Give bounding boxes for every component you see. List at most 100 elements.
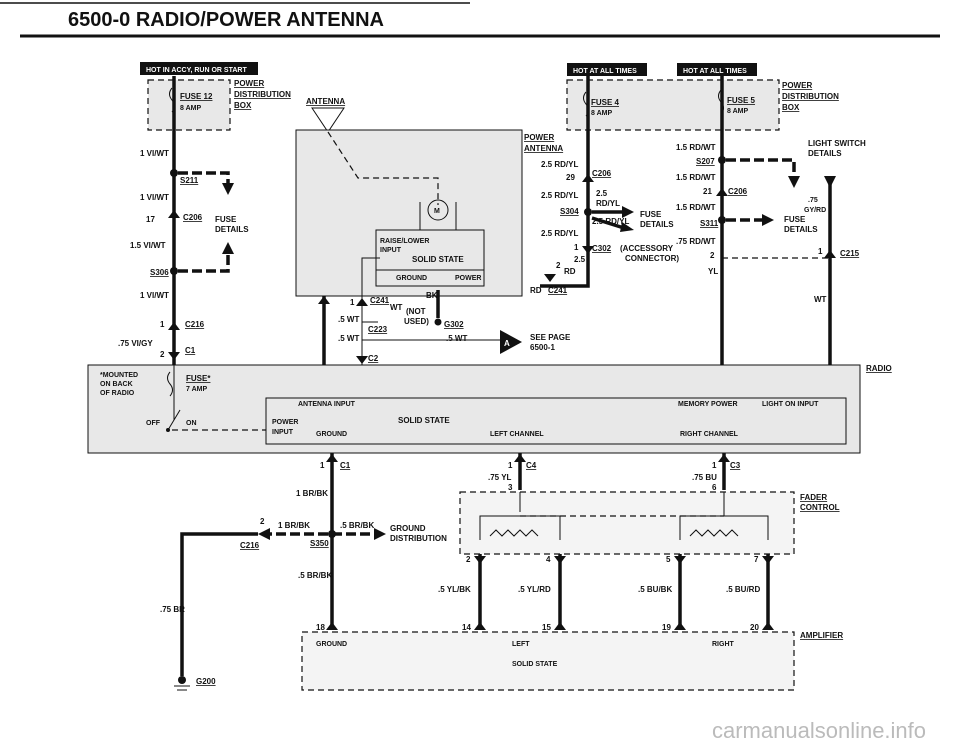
lo-gd2: DISTRIBUTION <box>390 534 447 543</box>
mw-rdyl2: 2.5 RD/YL <box>541 191 578 200</box>
mw-rdyl-b: RD/YL <box>596 199 620 208</box>
c302-connector-icon <box>582 246 594 254</box>
lw-label-3: 1.5 VI/WT <box>130 241 166 250</box>
lw-label-1: 1 VI/WT <box>140 149 169 158</box>
antenna-mast-link <box>327 131 439 205</box>
motor-label: M <box>434 208 440 215</box>
fuse-5-label: FUSE 5 <box>727 96 756 105</box>
rw-v75: .75 <box>808 197 818 204</box>
conn-c2: C2 <box>368 354 379 363</box>
radio-solid: SOLID STATE <box>398 416 450 425</box>
c1-left-connector-icon <box>168 352 180 360</box>
see-page-arrow-letter: A <box>504 339 510 348</box>
power-dist-right-box <box>566 79 780 131</box>
c4-connector-icon <box>514 454 526 462</box>
radio-box <box>87 364 861 454</box>
mw-rd: RD <box>564 267 576 276</box>
c1-lower-connector-icon <box>326 454 338 462</box>
lo-yl75: .75 YL <box>488 473 512 482</box>
lo-brbk4: .5 BR/BK <box>298 571 332 580</box>
lw-label-5: .75 VI/GY <box>118 339 153 348</box>
fuse-4-label: FUSE 4 <box>591 98 620 107</box>
conn-wt5a: .5 WT <box>338 315 359 324</box>
lo-ylrd: .5 YL/RD <box>518 585 551 594</box>
lw-fuse1: FUSE <box>215 215 237 224</box>
fuse-12-label: FUSE 12 <box>180 92 213 101</box>
lo-n19: 19 <box>662 623 671 632</box>
conn-see1[interactable]: SEE PAGE <box>530 333 571 342</box>
pin-20-icon <box>762 622 774 630</box>
antenna-icon <box>311 107 345 133</box>
fuse-4-amp: 8 AMP <box>591 110 612 117</box>
c216-lower-connector-icon <box>258 528 270 540</box>
conn-wt5b: .5 WT <box>338 334 359 343</box>
radio-label: RADIO <box>866 364 892 373</box>
lw-n1: 1 <box>160 320 165 329</box>
conn-not: (NOT <box>406 307 426 316</box>
badge-hot-all-1-text: HOT AT ALL TIMES <box>573 68 637 75</box>
conn-wt5c: .5 WT <box>446 334 467 343</box>
page-title: 6500-0 RADIO/POWER ANTENNA <box>68 9 384 31</box>
lo-n15: 15 <box>542 623 551 632</box>
c215-connector-icon <box>824 250 836 258</box>
mw-v25: 2.5 <box>596 189 608 198</box>
c2-connector-icon <box>356 356 368 364</box>
fader-left-pot-icon <box>489 529 539 537</box>
radio-switch-icon[interactable] <box>167 409 181 431</box>
rw-rdwt4: .75 RD/WT <box>676 237 716 246</box>
mw-s304: S304 <box>560 207 579 216</box>
fuse-12-amp: 8 AMP <box>180 105 201 112</box>
lo-p2: 2 <box>466 555 471 564</box>
lo-ground: GROUND <box>316 641 347 648</box>
lo-n18: 18 <box>316 623 325 632</box>
raise-lower-l2: INPUT <box>380 247 402 254</box>
radio-input: INPUT <box>272 429 294 436</box>
radio-mounted-3: OF RADIO <box>100 390 135 397</box>
lw-label-2: 1 VI/WT <box>140 193 169 202</box>
conn-used: USED) <box>404 317 429 326</box>
g200-ground-symbol <box>174 685 190 691</box>
lw-c206: C206 <box>183 213 203 222</box>
power-antenna-l1: POWER <box>524 133 554 142</box>
mw-acc1: (ACCESSORY <box>620 244 674 253</box>
antenna-solid-state: SOLID STATE <box>412 255 464 264</box>
see-page-arrow-icon[interactable] <box>500 330 522 354</box>
mw-fuse1: FUSE <box>640 210 662 219</box>
mw-rd2: RD <box>530 286 542 295</box>
rw-c215: C215 <box>840 249 860 258</box>
radio-light: LIGHT ON INPUT <box>762 401 819 408</box>
antenna-ground: GROUND <box>396 275 427 282</box>
radio-mounted-1: *MOUNTED <box>100 372 138 379</box>
conn-see2[interactable]: 6500-1 <box>530 343 555 352</box>
fuse-star-label: FUSE* <box>186 374 211 383</box>
lo-brbk1: 1 BR/BK <box>296 489 328 498</box>
pin-7-icon <box>762 556 774 564</box>
motor-icon <box>427 199 449 221</box>
rw-fuse2: DETAILS <box>784 225 818 234</box>
lo-bu75: .75 BU <box>692 473 717 482</box>
radio-box-shade <box>88 365 860 453</box>
lo-gd1: GROUND <box>390 524 426 533</box>
c241-mid-connector-icon <box>544 274 556 282</box>
pin-14-icon <box>474 622 486 630</box>
lo-p5: 5 <box>666 555 671 564</box>
mw-n1: 1 <box>574 243 579 252</box>
radio-ground: GROUND <box>316 431 347 438</box>
mw-rdyl3: 2.5 RD/YL <box>592 217 629 226</box>
antenna-label: ANTENNA <box>306 97 345 106</box>
fuse-star-icon <box>167 371 173 397</box>
radio-left: LEFT CHANNEL <box>490 431 544 438</box>
pin-2-icon <box>474 556 486 564</box>
rw-fuse1: FUSE <box>784 215 806 224</box>
rw-s311: S311 <box>700 219 719 228</box>
s207-arrow-icon <box>788 176 800 188</box>
lo-right: RIGHT <box>712 641 735 648</box>
lo-p7: 7 <box>754 555 759 564</box>
lo-s350: S350 <box>310 539 329 548</box>
c216-left-connector-icon <box>168 322 180 330</box>
radio-ant-in: ANTENNA INPUT <box>298 401 356 408</box>
splice-s304 <box>584 208 592 216</box>
c206-right-connector-icon <box>716 188 728 196</box>
lo-burd: .5 BU/RD <box>726 585 760 594</box>
splice-s211 <box>170 169 178 177</box>
